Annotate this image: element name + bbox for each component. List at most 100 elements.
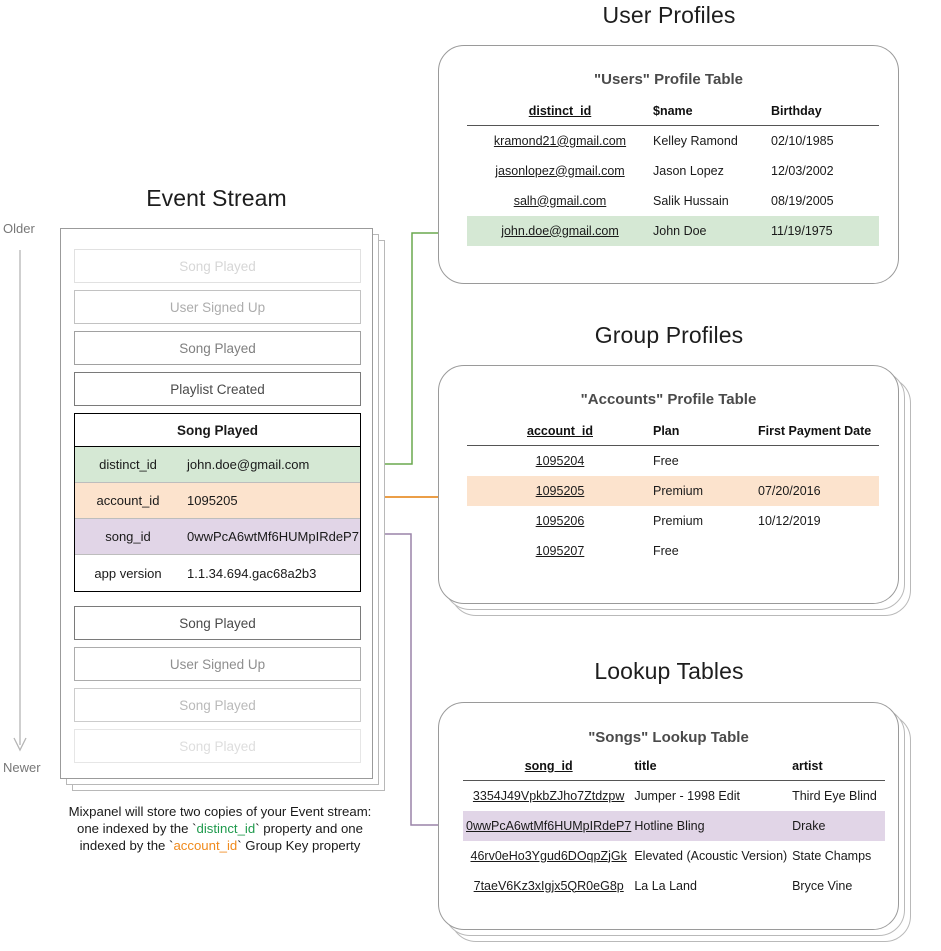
event-label: User Signed Up — [169, 299, 266, 315]
caption-line-2-suffix: ` property and one — [255, 821, 363, 836]
cell-distinct-id: jasonlopez@gmail.com — [495, 163, 625, 178]
cell-title: Hotline Bling — [634, 810, 793, 841]
event-item[interactable]: Song Played — [74, 606, 361, 640]
caption-keyword-distinct-id: distinct_id — [196, 821, 256, 836]
axis-label-newer: Newer — [3, 760, 41, 775]
accounts-profile-card: "Accounts" Profile Table account_id Plan… — [438, 365, 899, 604]
cell-account-id: 1095207 — [535, 543, 585, 558]
event-label: Playlist Created — [170, 381, 265, 397]
event-label: Song Played — [179, 697, 256, 713]
property-key: song_id — [105, 529, 151, 544]
selected-event-title: Song Played — [75, 414, 360, 447]
event-label: User Signed Up — [169, 656, 266, 672]
cell-artist: State Champs — [792, 848, 872, 863]
event-item[interactable]: Playlist Created — [74, 372, 361, 406]
table-row[interactable]: kramond21@gmail.com Kelley Ramond 02/10/… — [467, 126, 879, 156]
cell-plan: Free — [653, 543, 679, 558]
users-table: distinct_id $name Birthday kramond21@gma… — [467, 104, 879, 246]
caption-line-3-suffix: ` Group Key property — [237, 838, 361, 853]
header-rule — [467, 125, 879, 126]
caption-line-3: indexed by the `account_id` Group Key pr… — [40, 837, 400, 854]
event-property-row: distinct_id john.doe@gmail.com — [75, 447, 360, 483]
cell-song-id: 46rv0eHo3Ygud6DOqpZjGk — [470, 848, 627, 863]
event-item[interactable]: Song Played — [74, 688, 361, 722]
event-item[interactable]: User Signed Up — [74, 290, 361, 324]
accounts-table: account_id Plan First Payment Date 10952… — [467, 424, 879, 566]
column-header-distinct-id: distinct_id — [528, 104, 592, 118]
cell-birthday: 08/19/2005 — [771, 193, 834, 208]
property-value: 1.1.34.694.gac68a2b3 — [187, 565, 317, 581]
column-header-first-payment-date: First Payment Date — [758, 424, 872, 438]
table-row[interactable]: 7taeV6Kz3xIgjx5QR0eG8p La La Land Bryce … — [463, 871, 885, 901]
table-row[interactable]: 3354J49VpkbZJho7Ztdzpw Jumper - 1998 Edi… — [463, 781, 885, 811]
caption-line-2-prefix: one indexed by the ` — [77, 821, 197, 836]
cell-name: Salik Hussain — [653, 193, 729, 208]
cell-account-id: 1095206 — [535, 513, 585, 528]
property-value: john.doe@gmail.com — [187, 457, 310, 472]
table-header-row: distinct_id $name Birthday — [467, 104, 879, 125]
caption-line-2: one indexed by the `distinct_id` propert… — [40, 820, 400, 837]
cell-distinct-id: john.doe@gmail.com — [501, 223, 619, 238]
cell-plan: Premium — [653, 475, 758, 506]
column-header-name: $name — [653, 104, 693, 118]
user-profiles-title: User Profiles — [602, 2, 736, 28]
cell-song-id: 3354J49VpkbZJho7Ztdzpw — [472, 788, 625, 803]
column-header-song-id: song_id — [524, 759, 573, 773]
table-header-row: song_id title artist — [463, 759, 885, 780]
accounts-table-title: "Accounts" Profile Table — [580, 391, 757, 408]
cell-plan: Premium — [653, 513, 704, 528]
cell-first-payment-date: 07/20/2016 — [758, 475, 879, 506]
cell-birthday: 12/03/2002 — [771, 163, 834, 178]
songs-table-title: "Songs" Lookup Table — [588, 729, 749, 746]
column-header-plan: Plan — [653, 424, 680, 438]
table-row-highlighted[interactable]: 1095205 Premium 07/20/2016 — [467, 475, 879, 506]
header-rule — [463, 780, 885, 781]
event-label: Song Played — [179, 615, 256, 631]
table-row[interactable]: 1095207 Free — [467, 536, 879, 566]
table-row-highlighted[interactable]: 0wwPcA6wtMf6HUMpIRdeP7 Hotline Bling Dra… — [463, 810, 885, 841]
header-rule — [467, 445, 879, 446]
users-profile-card: "Users" Profile Table distinct_id $name … — [438, 45, 899, 284]
cell-title: La La Land — [634, 878, 697, 893]
cell-name: Kelley Ramond — [653, 133, 738, 148]
property-key: distinct_id — [99, 457, 157, 472]
column-header-title: title — [634, 759, 657, 773]
table-header-row: account_id Plan First Payment Date — [467, 424, 879, 445]
event-label: Song Played — [179, 738, 256, 754]
table-row[interactable]: salh@gmail.com Salik Hussain 08/19/2005 — [467, 186, 879, 216]
cell-birthday: 02/10/1985 — [771, 133, 834, 148]
property-key: account_id — [96, 493, 160, 508]
event-property-row: account_id 1095205 — [75, 483, 360, 519]
time-axis-arrowhead — [13, 737, 27, 752]
cell-artist: Third Eye Blind — [792, 788, 877, 803]
event-stream-card: Song Played User Signed Up Song Played P… — [60, 228, 373, 779]
cell-song-id: 7taeV6Kz3xIgjx5QR0eG8p — [473, 878, 624, 893]
table-row[interactable]: jasonlopez@gmail.com Jason Lopez 12/03/2… — [467, 156, 879, 186]
selected-event-card[interactable]: Song Played distinct_id john.doe@gmail.c… — [74, 413, 361, 592]
event-label: Song Played — [179, 258, 256, 274]
event-item[interactable]: Song Played — [74, 249, 361, 283]
group-profiles-title: Group Profiles — [594, 322, 744, 348]
table-row[interactable]: 1095204 Free — [467, 446, 879, 476]
cell-first-payment-date — [758, 446, 879, 476]
table-row-highlighted[interactable]: john.doe@gmail.com John Doe 11/19/1975 — [467, 215, 879, 246]
cell-artist: Drake — [792, 810, 885, 841]
caption-line-1: Mixpanel will store two copies of your E… — [68, 804, 372, 819]
event-stream-title: Event Stream — [146, 185, 287, 211]
cell-song-id: 0wwPcA6wtMf6HUMpIRdeP7 — [466, 818, 632, 833]
event-property-row: app version 1.1.34.694.gac68a2b3 — [75, 555, 360, 591]
table-row[interactable]: 1095206 Premium 10/12/2019 — [467, 506, 879, 536]
event-property-row: song_id 0wwPcA6wtMf6HUMpIRdeP7 — [75, 519, 360, 555]
cell-name: Jason Lopez — [653, 163, 724, 178]
event-item[interactable]: Song Played — [74, 729, 361, 763]
cell-account-id: 1095204 — [535, 453, 585, 468]
cell-birthday: 11/19/1975 — [771, 215, 879, 246]
cell-distinct-id: salh@gmail.com — [513, 193, 607, 208]
event-item[interactable]: Song Played — [74, 331, 361, 365]
table-row[interactable]: 46rv0eHo3Ygud6DOqpZjGk Elevated (Acousti… — [463, 841, 885, 871]
cell-first-payment-date — [758, 536, 879, 566]
event-item[interactable]: User Signed Up — [74, 647, 361, 681]
cell-artist: Bryce Vine — [792, 878, 853, 893]
cell-plan: Free — [653, 453, 679, 468]
